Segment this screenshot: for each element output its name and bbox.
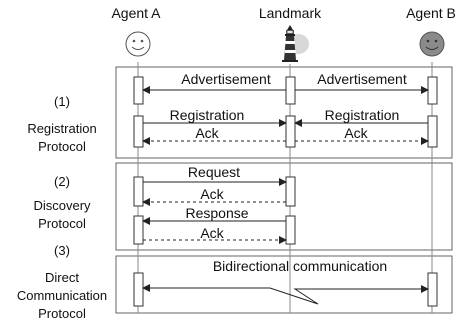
activation-box [285, 115, 296, 148]
ack-label-request: Ack [200, 186, 224, 202]
activation-box [285, 215, 296, 245]
section-2-title-line-2: Protocol [38, 216, 86, 231]
activation-box [427, 272, 438, 307]
participant-agent-a-label: Agent A [111, 5, 161, 21]
section-3-title-line-2: Communication [17, 288, 107, 303]
response-label: Response [185, 205, 248, 221]
section-2-number: (2) [54, 174, 70, 189]
request-label: Request [188, 164, 240, 180]
activation-box [427, 115, 438, 148]
activation-box [133, 176, 144, 207]
agent-a-smiley-face-icon [125, 31, 151, 57]
activation-box [133, 215, 144, 245]
section-2-title-line-1: Discovery [33, 198, 91, 213]
bidirectional-lightning-arrow [143, 287, 428, 305]
participant-agent-b-label: Agent B [406, 5, 456, 21]
activation-box [285, 176, 296, 207]
advertisement-label-a: Advertisement [181, 71, 271, 87]
registration-label-a: Registration [170, 107, 245, 123]
discovery-section-frame [115, 162, 453, 251]
lighthouse-icon [282, 25, 309, 62]
ack-label-response: Ack [200, 225, 224, 241]
registration-label-b: Registration [325, 107, 400, 123]
section-3-title-line-1: Direct [45, 270, 79, 285]
participant-landmark-label: Landmark [259, 5, 322, 21]
advertisement-label-b: Advertisement [317, 71, 407, 87]
section-1-title-line-1: Registration [27, 121, 96, 136]
bidirectional-communication-label: Bidirectional communication [213, 258, 387, 274]
activation-box [133, 76, 144, 105]
activation-box [285, 76, 296, 105]
ack-label-registration-b: Ack [344, 125, 368, 141]
direct-communication-section-frame [115, 255, 453, 314]
activation-box [427, 76, 438, 105]
activation-box [133, 272, 144, 307]
section-3-number: (3) [54, 243, 70, 258]
agent-b-smiley-face-icon [419, 31, 445, 57]
section-1-title-line-2: Protocol [38, 139, 86, 154]
ack-label-registration-a: Ack [195, 125, 219, 141]
registration-section-frame [115, 66, 453, 159]
section-3-title-line-3: Protocol [38, 306, 86, 321]
section-1-number: (1) [54, 94, 70, 109]
activation-box [133, 115, 144, 148]
